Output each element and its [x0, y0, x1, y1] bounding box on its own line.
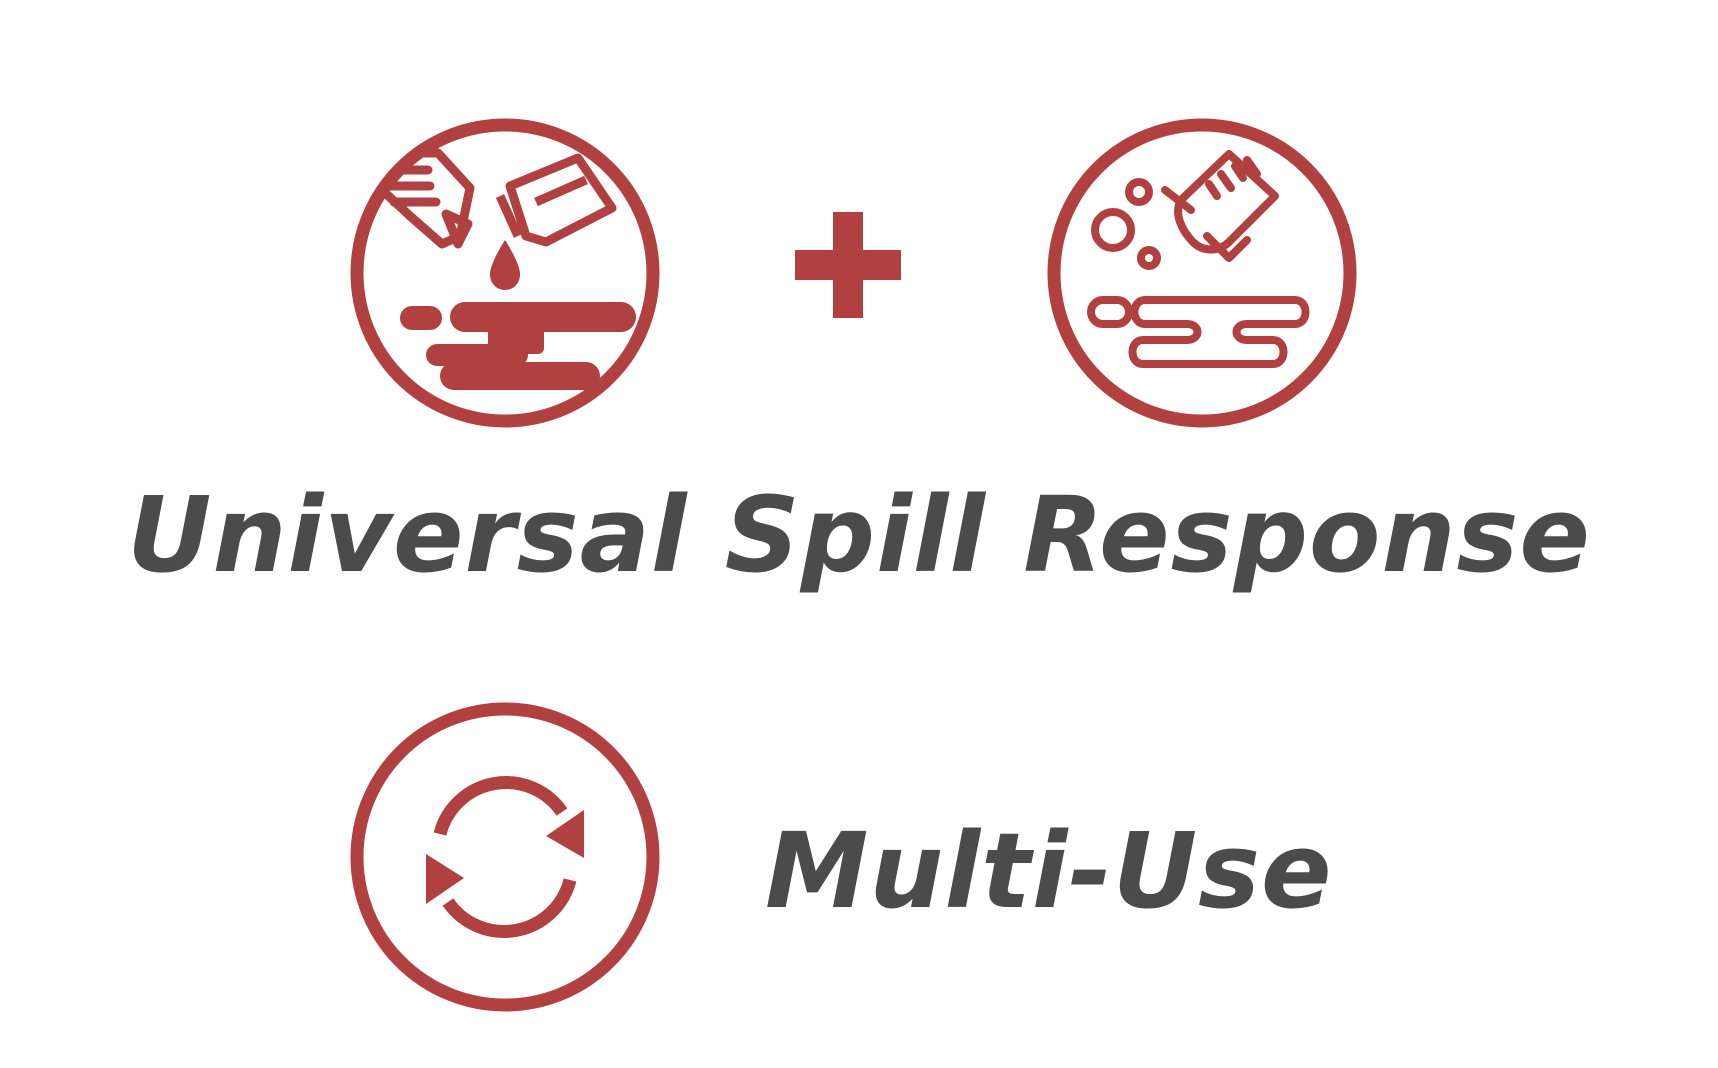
plus-icon: [795, 212, 901, 318]
feature-label: Multi-Use: [765, 810, 1333, 932]
oil-spill-icon: [350, 118, 660, 428]
page-title: Universal Spill Response: [127, 474, 1591, 596]
reuse-arrows-icon: [350, 702, 660, 1012]
chemical-spill-icon: [1047, 118, 1357, 428]
